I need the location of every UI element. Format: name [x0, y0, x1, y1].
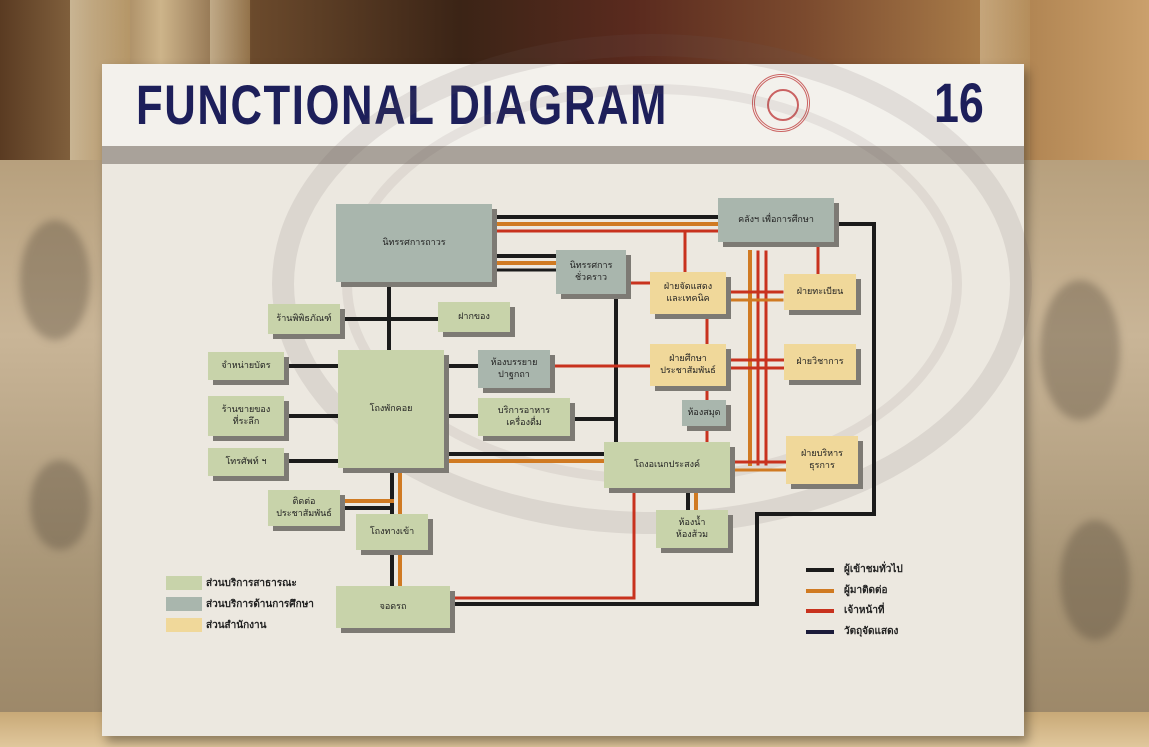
legend-line-label-objects: วัตถุจัดแสดง — [844, 626, 899, 637]
box-souvenir-shop: ร้านขายของ ที่ระลึก — [208, 396, 284, 436]
box-study-storage: คลังฯ เพื่อการศึกษา — [718, 198, 834, 242]
box-administration-dept: ฝ่ายบริหาร ธุรการ — [786, 436, 858, 484]
box-telephone: โทรศัพท์ ฯ — [208, 448, 284, 476]
box-academic-dept: ฝ่ายวิชาการ — [784, 344, 856, 380]
box-exhibit-technical-dept: ฝ่ายจัดแสดง และเทคนิค — [650, 272, 726, 314]
line-outer-visitor-loop — [450, 222, 876, 606]
box-contact-pr: ติดต่อ ประชาสัมพันธ์ — [268, 490, 340, 526]
line-staff-to-parking — [450, 490, 636, 600]
box-permanent-exhibition: นิทรรศการถาวร — [336, 204, 492, 282]
board-header — [102, 64, 1024, 152]
legend-swatch-education — [166, 597, 202, 611]
legend-line-label-contact: ผู้มาติดต่อ — [844, 585, 888, 596]
box-parking: จอดรถ — [336, 586, 450, 628]
box-waiting-lobby: โถงพักคอย — [338, 350, 444, 468]
box-food-beverage: บริการอาหาร เครื่องดื่ม — [478, 398, 570, 436]
legend-line-objects — [806, 630, 834, 634]
box-lecture-room: ห้องบรรยาย ปาฐกถา — [478, 350, 550, 388]
legend-label-education: ส่วนบริการด้านการศึกษา — [206, 599, 314, 610]
legend-line-label-staff: เจ้าหน้าที่ — [844, 605, 885, 616]
diagram-board: FUNCTIONAL DIAGRAM 16 — [102, 34, 1032, 736]
legend-label-office: ส่วนสำนักงาน — [206, 620, 267, 631]
board-number: 16 — [934, 71, 984, 134]
box-museum-shop: ร้านพิพิธภัณฑ์ — [268, 304, 340, 334]
header-stripe — [102, 146, 1024, 164]
legend-line-label-visitor: ผู้เข้าชมทั่วไป — [844, 564, 903, 575]
box-cloakroom: ฝากของ — [438, 302, 510, 332]
legend-line-staff — [806, 609, 834, 613]
legend-label-public: ส่วนบริการสาธารณะ — [206, 578, 297, 589]
legend-line-contact — [806, 589, 834, 593]
legend-line-visitor — [806, 568, 834, 572]
box-education-pr-dept: ฝ่ายศึกษา ประชาสัมพันธ์ — [650, 344, 726, 386]
box-library: ห้องสมุด — [682, 400, 726, 426]
legend-swatch-public — [166, 576, 202, 590]
board-title: FUNCTIONAL DIAGRAM — [136, 73, 668, 136]
box-registration-dept: ฝ่ายทะเบียน — [784, 274, 856, 310]
seal-stamp — [752, 74, 810, 132]
legend-swatch-office — [166, 618, 202, 632]
box-multipurpose-hall: โถงอเนกประสงค์ — [604, 442, 730, 488]
box-temporary-exhibition: นิทรรศการ ชั่วคราว — [556, 250, 626, 294]
box-entrance-hall: โถงทางเข้า — [356, 514, 428, 550]
box-restrooms: ห้องน้ำ ห้องส้วม — [656, 510, 728, 548]
box-ticket-sales: จำหน่ายบัตร — [208, 352, 284, 380]
